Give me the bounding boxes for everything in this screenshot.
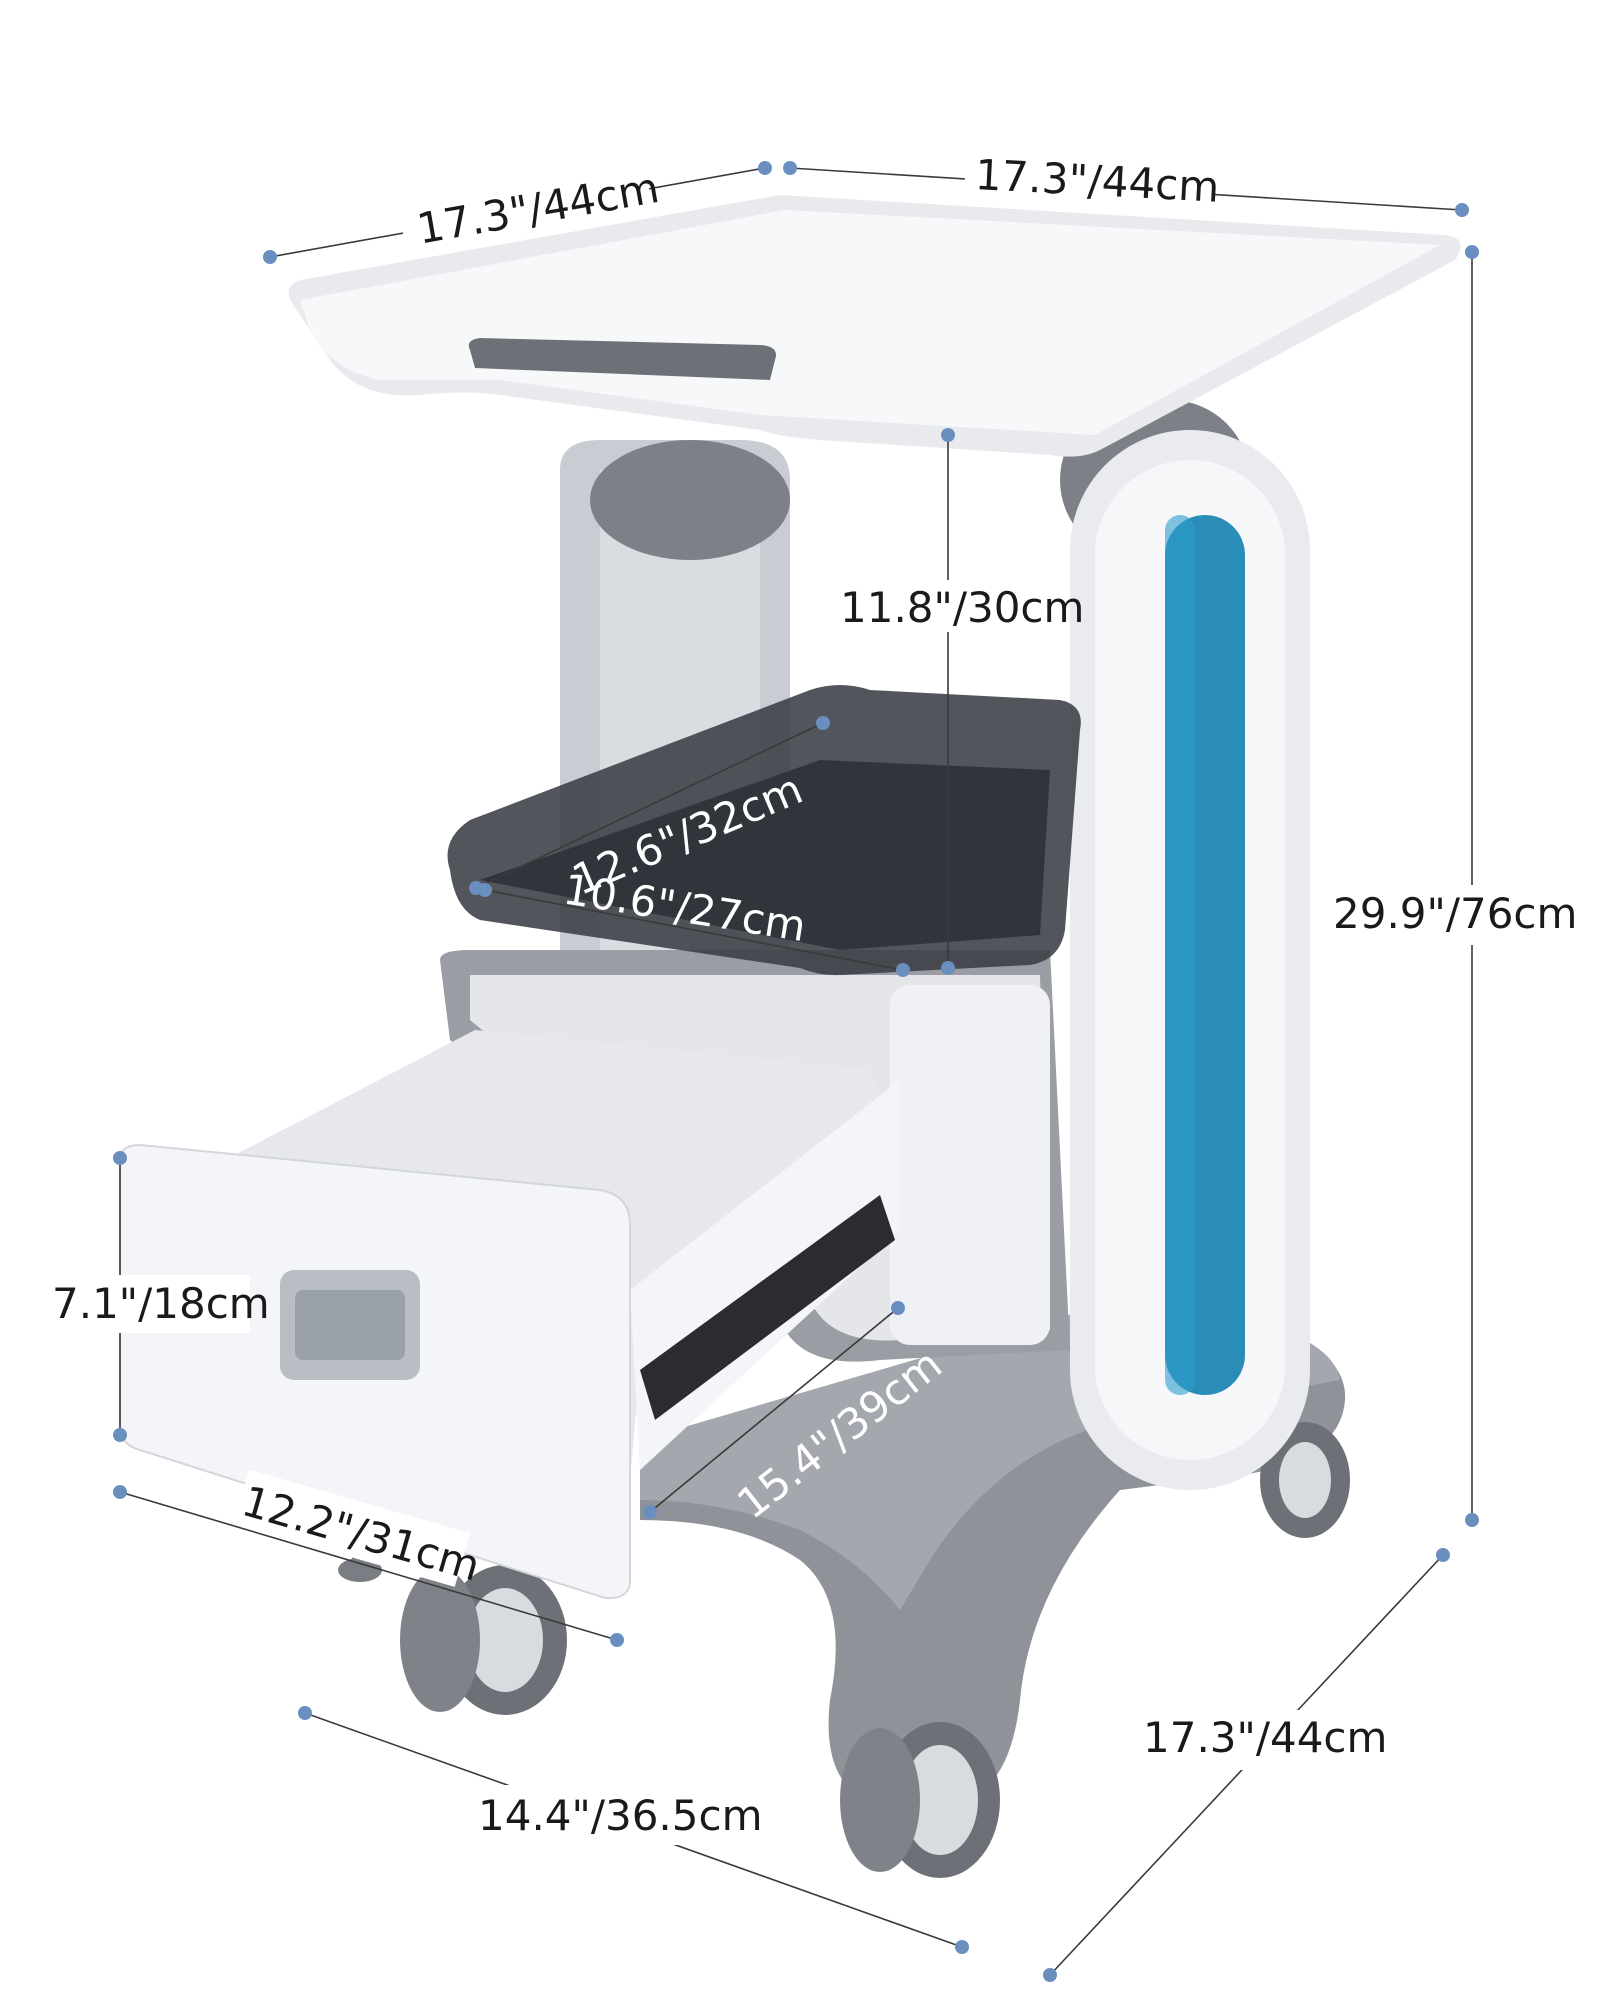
top-tray-handle-slot — [468, 338, 776, 380]
right-column — [1060, 400, 1310, 1490]
dim-label-total-height: 29.9"/76cm — [1333, 889, 1577, 938]
dim-label-drawer-height: 7.1"/18cm — [52, 1279, 270, 1328]
dim-label-shelf-gap: 11.8"/30cm — [840, 583, 1084, 632]
caster-wheel-front-right — [840, 1722, 1000, 1878]
caster-wheel-rear-right — [1260, 1422, 1350, 1538]
dim-label-base-width: 14.4"/36.5cm — [478, 1791, 763, 1840]
dim-label-base-depth: 17.3"/44cm — [1143, 1713, 1387, 1762]
top-tray — [288, 195, 1461, 457]
smoked-acrylic-tray — [447, 685, 1081, 976]
pull-out-drawer — [119, 1030, 900, 1600]
drawer-handle — [280, 1270, 420, 1380]
